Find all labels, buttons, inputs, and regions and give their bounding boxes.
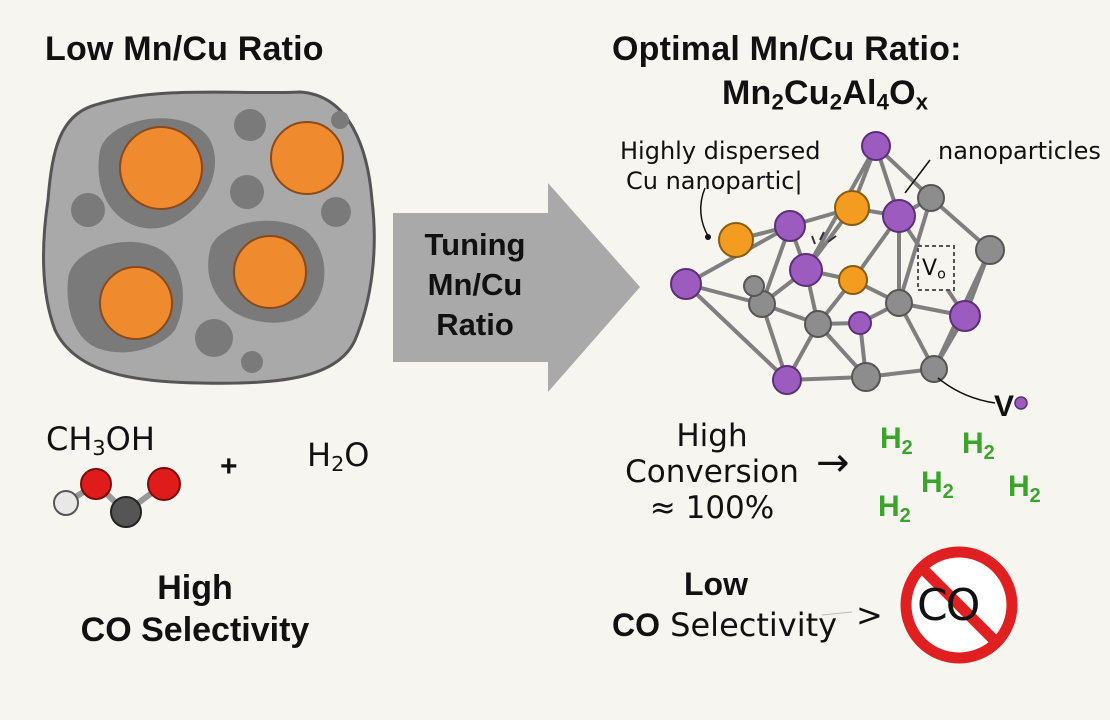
dispersed-cu-label: Highly dispersed Cu nanopartic| — [620, 136, 820, 196]
arrow-label: Tuning Mn/Cu Ratio — [400, 225, 550, 345]
right-title: Optimal Mn/Cu Ratio: — [612, 30, 962, 68]
high-co-selectivity: High CO Selectivity — [50, 567, 340, 651]
high-conversion-line-1: High — [676, 418, 748, 454]
dispersed-leader-line — [700, 187, 709, 237]
high-conversion-line-3: ≈ 100% — [649, 490, 775, 526]
dispersed-cu-label-line-2: Cu nanopartic| — [626, 167, 803, 195]
formula-part: x — [915, 89, 929, 115]
formula-part: Al — [842, 74, 877, 112]
high-co-selectivity-line-2: CO Selectivity — [80, 611, 310, 649]
h2-label: H2 — [878, 490, 911, 527]
h2-label: H2 — [921, 466, 954, 503]
cu-particle — [270, 121, 344, 195]
nanoparticles-leader-line — [904, 159, 931, 194]
no-co-text: CO — [917, 580, 980, 631]
formula-part: Cu — [784, 74, 830, 112]
low-selectivity-line-1: Low — [684, 566, 748, 602]
plus-sign: + — [220, 450, 238, 483]
h2-label: H2 — [1008, 470, 1041, 507]
formula-part: Mn — [722, 74, 772, 112]
left-title: Low Mn/Cu Ratio — [45, 30, 324, 68]
arrow-label-line-1: Tuning — [424, 227, 526, 262]
no-co-icon — [900, 546, 1018, 664]
formula-part: 2 — [829, 89, 843, 115]
methanol-molecule-model — [53, 467, 181, 528]
vacancy-label: V — [994, 390, 1015, 423]
vacancy-marker — [1014, 396, 1028, 410]
selectivity-arrow-line — [821, 611, 853, 616]
high-conversion-line-2: Conversion — [625, 454, 799, 490]
vacancy-box — [917, 245, 955, 291]
high-co-selectivity-line-1: High — [157, 569, 233, 607]
cu-particle — [119, 126, 203, 210]
water-formula: H2O — [307, 436, 370, 477]
h2-label: H2 — [880, 422, 913, 459]
arrow-label-line-3: Ratio — [436, 307, 514, 342]
high-conversion: High Conversion ≈ 100% — [612, 418, 812, 526]
conversion-arrow: → — [816, 440, 850, 486]
nanoparticles-label: nanoparticles — [938, 137, 1101, 165]
selectivity-arrow: > — [856, 596, 883, 634]
formula-part: 2 — [771, 89, 784, 115]
sparkle-marks — [811, 231, 837, 245]
structure-atoms — [670, 131, 1005, 395]
low-selectivity-line-2: CO Selectivity — [612, 606, 838, 644]
leader-dot — [705, 234, 711, 240]
catalyst-formula: Mn2Cu2Al4Ox — [722, 74, 928, 116]
tuning-arrow — [393, 183, 640, 392]
low-ratio-catalyst-particle — [42, 90, 376, 385]
vacancy-leader-line — [937, 377, 996, 404]
arrow-label-line-2: Mn/Cu — [427, 267, 523, 302]
cu-particle — [99, 266, 173, 340]
cu-particle — [233, 235, 307, 309]
h2-label: H2 — [962, 427, 995, 464]
vacancy-box-label: Vo — [922, 256, 946, 283]
formula-part: 4 — [876, 89, 890, 115]
formula-part: O — [889, 74, 916, 112]
methanol-formula: CH3OH — [46, 420, 155, 461]
dispersed-cu-label-line-1: Highly dispersed — [620, 137, 821, 165]
